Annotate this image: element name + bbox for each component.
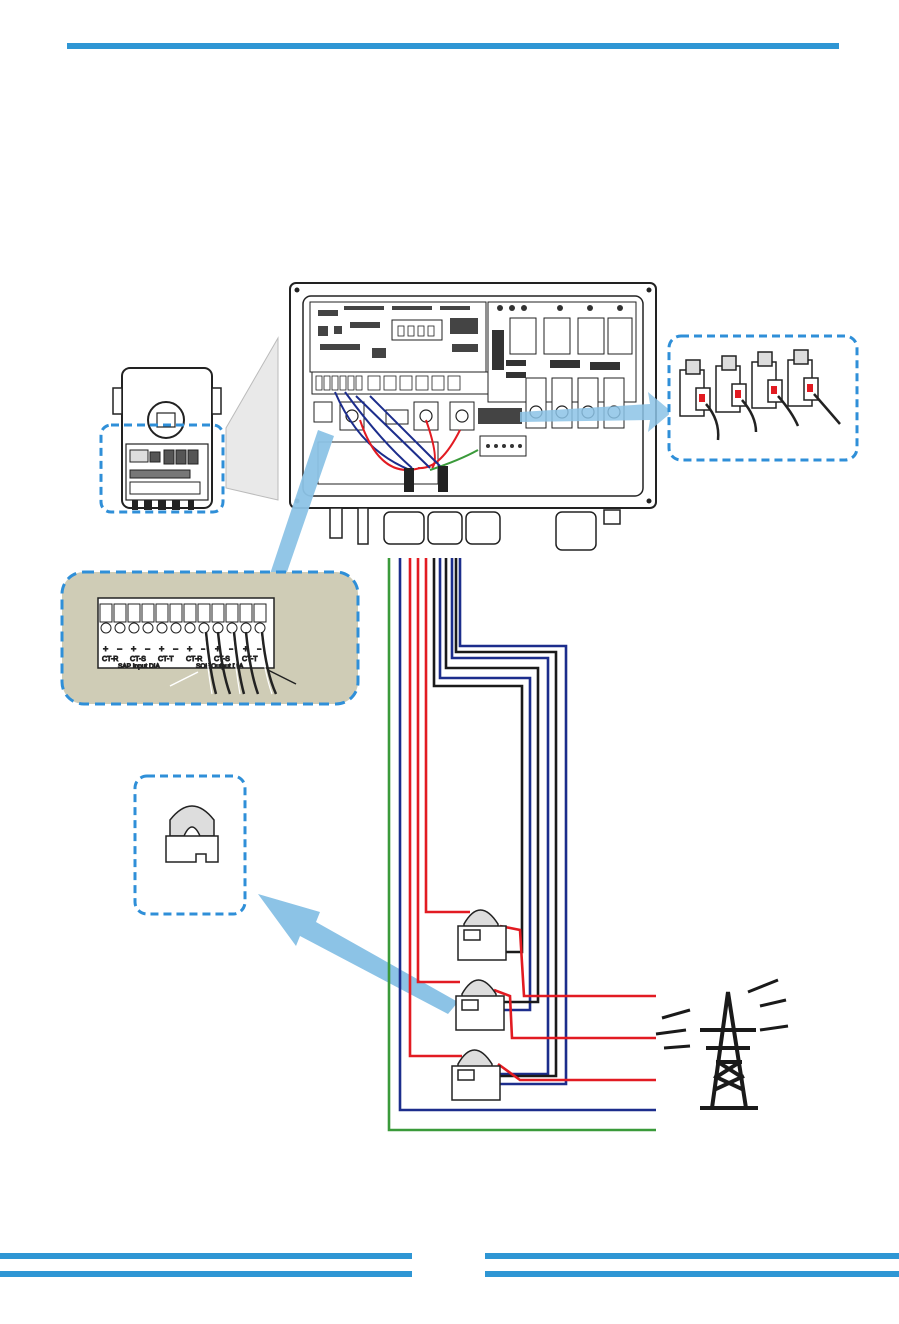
polarity-label: − bbox=[173, 644, 178, 654]
inverter-icon bbox=[113, 368, 221, 510]
terminal-hole bbox=[129, 623, 139, 633]
terminal-screw bbox=[226, 604, 238, 622]
footer-rule-right-bottom bbox=[485, 1271, 899, 1277]
polarity-label: + bbox=[159, 644, 164, 654]
terminal-bottom-label: SAP Input DIA bbox=[118, 663, 160, 670]
terminal-hole bbox=[143, 623, 153, 633]
ct-group-label: CT-S bbox=[130, 656, 146, 663]
footer-rule-left-bottom bbox=[0, 1271, 412, 1277]
terminal-screw bbox=[254, 604, 266, 622]
terminal-screw bbox=[100, 604, 112, 622]
polarity-label: + bbox=[103, 644, 108, 654]
terminal-hole bbox=[101, 623, 111, 633]
terminal-hole bbox=[157, 623, 167, 633]
terminal-hole bbox=[255, 623, 265, 633]
terminal-screw bbox=[240, 604, 252, 622]
terminal-hole bbox=[227, 623, 237, 633]
terminal-hole bbox=[171, 623, 181, 633]
terminal-hole bbox=[213, 623, 223, 633]
ct-group-label: CT-R bbox=[186, 656, 202, 663]
terminal-hole bbox=[115, 623, 125, 633]
terminal-hole bbox=[185, 623, 195, 633]
terminal-screw bbox=[198, 604, 210, 622]
polarity-label: + bbox=[187, 644, 192, 654]
zoom-wedge bbox=[226, 338, 278, 500]
ct-group-label: CT-R bbox=[102, 656, 118, 663]
polarity-label: + bbox=[131, 644, 136, 654]
terminal-screw bbox=[156, 604, 168, 622]
terminal-hole bbox=[241, 623, 251, 633]
ct-clamp-icon bbox=[452, 910, 506, 1100]
polarity-label: − bbox=[117, 644, 122, 654]
terminal-screw bbox=[170, 604, 182, 622]
power-pylon-icon bbox=[656, 980, 788, 1108]
ct-group-label: CT-T bbox=[158, 656, 174, 663]
footer-rule-right-top bbox=[485, 1253, 899, 1259]
terminal-hole bbox=[199, 623, 209, 633]
polarity-label: − bbox=[145, 644, 150, 654]
terminal-screw bbox=[128, 604, 140, 622]
external-wires bbox=[389, 558, 656, 1130]
terminal-screw bbox=[142, 604, 154, 622]
footer-rule-left-top bbox=[0, 1253, 412, 1259]
terminal-screw bbox=[184, 604, 196, 622]
terminal-screw bbox=[212, 604, 224, 622]
terminal-screw bbox=[114, 604, 126, 622]
